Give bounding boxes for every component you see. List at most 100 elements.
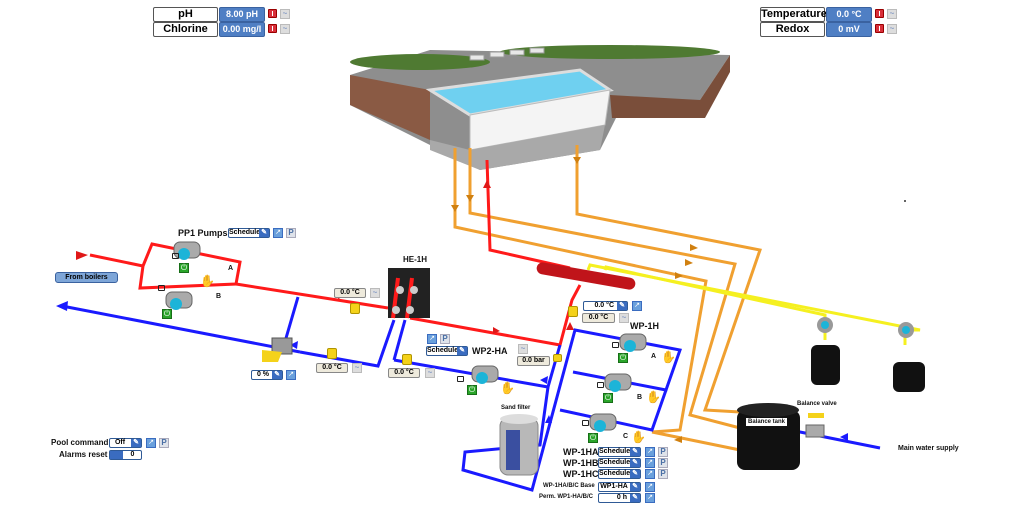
manual-mode-hand-icon[interactable]: ✋ (200, 274, 215, 288)
pp1-schedule-field[interactable]: Schedule✎ (228, 228, 270, 238)
power-icon[interactable]: ⏻ (162, 309, 172, 319)
pool-command-field[interactable]: Off ✎ (109, 438, 142, 448)
trend-icon[interactable]: ~ (280, 24, 290, 34)
properties-icon[interactable]: P (286, 228, 296, 238)
pressure-value: 0.0 bar (517, 356, 550, 366)
edit-icon[interactable]: ✎ (131, 439, 141, 447)
power-icon[interactable]: ⏻ (603, 393, 613, 403)
trend-icon[interactable]: ~ (887, 24, 897, 34)
properties-icon[interactable]: P (440, 334, 450, 344)
settings-icon[interactable]: ↗ (427, 334, 437, 344)
edit-icon[interactable]: ✎ (630, 483, 640, 491)
wp2ha-schedule-field[interactable]: Schedule✎ (426, 346, 468, 356)
settings-icon[interactable]: ↗ (286, 370, 296, 380)
pump-a-label: A (228, 265, 234, 272)
pump-wp1h-c[interactable] (588, 410, 622, 434)
wp1ha-schedule-field[interactable]: Schedule✎ (598, 447, 641, 457)
schedule-value: Schedule (599, 470, 631, 477)
settings-icon[interactable]: ↗ (645, 458, 655, 468)
wp1h-temp-setpoint[interactable]: 0.0 °C✎ (583, 301, 628, 311)
edit-icon[interactable]: ✎ (630, 459, 640, 467)
main-water-supply-label: Main water supply (898, 445, 959, 452)
power-icon[interactable]: ⏻ (467, 385, 477, 395)
swimming-pool (350, 45, 730, 170)
wp1hc-label: WP-1HC (563, 469, 599, 479)
properties-icon[interactable]: P (658, 447, 668, 457)
power-icon[interactable]: ⏻ (588, 433, 598, 443)
settings-icon[interactable]: ↗ (645, 493, 655, 503)
schedule-value: Schedule (599, 448, 631, 455)
pump-wp2ha[interactable] (470, 362, 504, 386)
toggle-knob (110, 451, 123, 459)
he1h-temp-return: 0.0 °C (316, 363, 348, 373)
wp1h-temp-setpoint-value: 0.0 °C (594, 302, 614, 309)
wp1hb-schedule-field[interactable]: Schedule✎ (598, 458, 641, 468)
trend-icon[interactable]: ~ (619, 313, 629, 323)
edit-icon[interactable]: ✎ (630, 448, 640, 456)
alarm-icon[interactable] (268, 9, 277, 18)
mixing-valve-value: 0 % (256, 371, 269, 378)
edit-icon[interactable]: ✎ (272, 371, 282, 379)
settings-icon[interactable]: ↗ (146, 438, 156, 448)
manual-mode-hand-icon[interactable]: ✋ (500, 381, 515, 395)
edit-icon[interactable]: ✎ (259, 229, 269, 237)
pump-b-label: B (216, 293, 222, 300)
trend-icon[interactable]: ~ (352, 363, 362, 373)
edit-icon[interactable]: ✎ (630, 494, 640, 502)
balance-valve (805, 413, 825, 438)
alarms-reset-toggle[interactable]: 0 (109, 450, 142, 460)
settings-icon[interactable]: ↗ (645, 482, 655, 492)
trend-icon[interactable]: ~ (280, 9, 290, 19)
settings-icon[interactable]: ↗ (273, 228, 283, 238)
manual-mode-hand-icon[interactable]: ✋ (646, 390, 661, 404)
settings-icon[interactable]: ↗ (645, 469, 655, 479)
wp1hb-label: WP-1HB (563, 458, 599, 468)
balance-valve-label: Balance valve (797, 401, 837, 407)
pool-command-value: Off (114, 439, 126, 446)
ph-label: pH (153, 7, 218, 22)
edit-icon[interactable]: ✎ (457, 347, 467, 355)
wp1h-label: WP-1H (630, 321, 659, 331)
trend-icon[interactable]: ~ (425, 368, 435, 378)
wp1hc-schedule-field[interactable]: Schedule✎ (598, 469, 641, 479)
mixing-valve-field[interactable]: 0 %✎ (251, 370, 283, 380)
power-icon[interactable]: ⏻ (179, 263, 189, 273)
properties-icon[interactable]: P (658, 469, 668, 479)
pump-pp1-a[interactable] (172, 238, 206, 262)
alarm-icon[interactable] (875, 9, 884, 18)
pp1-pumps-label: PP1 Pumps (178, 228, 228, 238)
temperature-sensor-icon (327, 348, 337, 359)
temperature-sensor-icon (350, 303, 360, 314)
alarm-icon[interactable] (268, 24, 277, 33)
from-boilers-button[interactable]: From boilers (55, 272, 118, 283)
power-icon[interactable]: ⏻ (618, 353, 628, 363)
ph-value: 8.00 pH (219, 7, 265, 22)
local-control-icon (612, 342, 619, 348)
chlorine-value: 0.00 mg/l (219, 22, 265, 37)
trend-icon[interactable]: ~ (887, 9, 897, 19)
settings-icon[interactable]: ↗ (645, 447, 655, 457)
properties-icon[interactable]: P (159, 438, 169, 448)
manual-mode-hand-icon[interactable]: ✋ (631, 430, 646, 444)
settings-icon[interactable]: ↗ (632, 301, 642, 311)
pump-wp1h-a[interactable] (618, 330, 652, 354)
wp1h-perm-field[interactable]: 0 h✎ (598, 493, 641, 503)
balance-tank-label: Balance tank (746, 418, 788, 426)
temperature-sensor-icon (402, 354, 412, 365)
edit-icon[interactable]: ✎ (617, 302, 627, 310)
edit-icon[interactable]: ✎ (630, 470, 640, 478)
pump-pp1-b[interactable] (164, 288, 198, 312)
he1h-temp-in: 0.0 °C (334, 288, 366, 298)
wp1h-base-field[interactable]: WP1-HA✎ (598, 482, 641, 492)
pump-b-label: B (637, 394, 643, 401)
pump-wp1h-b[interactable] (603, 370, 637, 394)
trend-icon[interactable]: ~ (518, 344, 528, 354)
sand-filter-label: Sand filter (501, 405, 531, 411)
pool-command-label: Pool command (51, 438, 109, 447)
manual-mode-hand-icon[interactable]: ✋ (661, 350, 676, 364)
balance-tank (737, 403, 800, 470)
dosing-tanks (811, 317, 925, 392)
properties-icon[interactable]: P (658, 458, 668, 468)
trend-icon[interactable]: ~ (370, 288, 380, 298)
alarm-icon[interactable] (875, 24, 884, 33)
